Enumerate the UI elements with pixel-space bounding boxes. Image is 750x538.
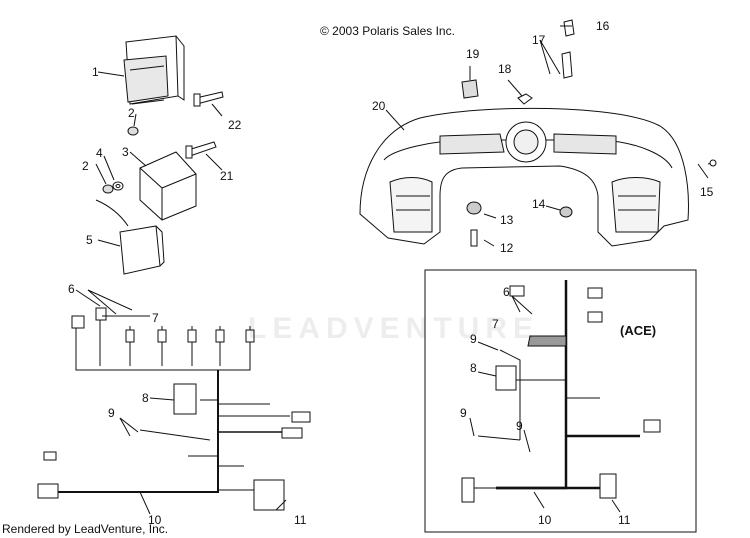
callout-3[interactable]: 3 — [122, 145, 129, 159]
callout-6-main[interactable]: 6 — [68, 282, 75, 296]
callout-10-ace[interactable]: 10 — [538, 513, 552, 527]
rendered-by-credit: Rendered by LeadVenture, Inc. — [2, 522, 169, 536]
switch-part-19[interactable] — [461, 79, 479, 99]
callout-8-main[interactable]: 8 — [142, 391, 149, 405]
dash-pod-part-20[interactable] — [359, 107, 689, 247]
bulb-part-16[interactable] — [563, 19, 575, 37]
bulb-part-17[interactable] — [561, 51, 573, 79]
callout-15[interactable]: 15 — [700, 185, 714, 199]
callout-8-ace[interactable]: 8 — [470, 361, 477, 375]
callout-10-main[interactable]: 10 — [148, 513, 162, 527]
grommet-part-13[interactable] — [466, 201, 482, 215]
grommet-part-14[interactable] — [559, 206, 573, 218]
callout-14[interactable]: 14 — [532, 197, 546, 211]
clip-part-18[interactable] — [517, 93, 533, 105]
leader-lines — [75, 25, 709, 515]
callout-20[interactable]: 20 — [372, 99, 386, 113]
callout-6-ace[interactable]: 6 — [503, 285, 510, 299]
bulb-part-12[interactable] — [470, 229, 478, 247]
callout-11-ace[interactable]: 11 — [618, 513, 631, 527]
callout-9-ace-2[interactable]: 9 — [460, 406, 467, 420]
callout-2-lower[interactable]: 2 — [82, 159, 89, 173]
bolt-part-22[interactable] — [193, 91, 224, 107]
callout-12[interactable]: 12 — [500, 241, 514, 255]
module-part-5[interactable] — [95, 199, 165, 275]
wiring-harness-main[interactable] — [37, 307, 311, 511]
callout-21[interactable]: 21 — [220, 169, 234, 183]
copyright-notice: © 2003 Polaris Sales Inc. — [320, 24, 455, 38]
callout-13[interactable]: 13 — [500, 213, 514, 227]
nut-part-2-lower[interactable] — [102, 184, 114, 194]
callout-2-upper[interactable]: 2 — [128, 106, 135, 120]
wiring-harness-ace[interactable] — [461, 280, 661, 503]
callout-18[interactable]: 18 — [498, 62, 512, 76]
callout-9-main[interactable]: 9 — [108, 406, 115, 420]
callout-19[interactable]: 19 — [466, 47, 480, 61]
nut-part-2-upper[interactable] — [127, 126, 139, 136]
callout-9-ace-1[interactable]: 9 — [470, 332, 477, 346]
callout-22[interactable]: 22 — [228, 118, 242, 132]
regulator-part-3[interactable] — [139, 151, 197, 221]
cdi-module-part-1[interactable] — [123, 35, 185, 105]
bolt-part-21[interactable] — [185, 141, 217, 159]
ace-inset-box — [424, 269, 697, 533]
screw-part-15[interactable] — [707, 159, 717, 167]
callout-5[interactable]: 5 — [86, 233, 93, 247]
callout-9-ace-3[interactable]: 9 — [516, 419, 523, 433]
washer-part-4[interactable] — [112, 181, 124, 191]
callout-11-main[interactable]: 11 — [294, 513, 307, 527]
callout-1[interactable]: 1 — [92, 65, 99, 79]
callout-7-ace[interactable]: 7 — [492, 317, 499, 331]
callout-4[interactable]: 4 — [96, 146, 103, 160]
callout-7-main[interactable]: 7 — [152, 311, 159, 325]
callout-16[interactable]: 16 — [596, 19, 610, 33]
watermark: LEADVENTURE — [248, 312, 540, 345]
callout-17[interactable]: 17 — [532, 33, 546, 47]
inset-label: (ACE) — [620, 323, 657, 338]
